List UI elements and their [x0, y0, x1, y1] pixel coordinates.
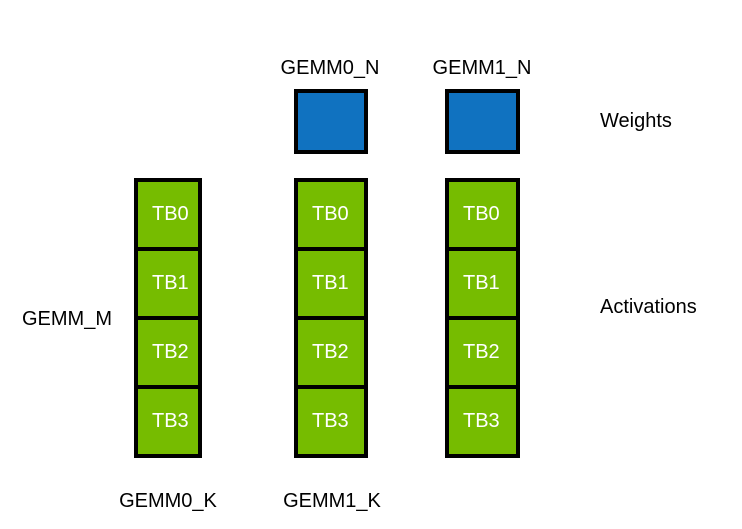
activation-cell: TB1 — [445, 247, 520, 320]
bottom-label-gemm0-k: GEMM0_K — [119, 490, 217, 512]
gemm1-weight-tile — [445, 89, 520, 154]
left-label-gemm-m: GEMM_M — [22, 308, 112, 330]
activation-cell: TB0 — [445, 178, 520, 251]
gemm0-activation-column: TB0 TB1 TB2 TB3 — [294, 178, 368, 458]
activation-cell: TB2 — [445, 316, 520, 389]
activation-cell: TB2 — [294, 316, 368, 389]
bottom-label-gemm1-k: GEMM1_K — [283, 490, 381, 512]
gemm-m-column: TB0 TB1 TB2 TB3 — [134, 178, 202, 458]
row-label-weights: Weights — [600, 110, 672, 132]
row-label-activations: Activations — [600, 296, 697, 318]
activation-cell: TB2 — [134, 316, 202, 389]
activation-cell: TB3 — [445, 385, 520, 458]
activation-cell: TB1 — [294, 247, 368, 320]
activation-cell: TB1 — [134, 247, 202, 320]
gemm1-activation-column: TB0 TB1 TB2 TB3 — [445, 178, 520, 458]
column-header-gemm1-n-line1: GEMM1_N — [432, 57, 532, 79]
activation-cell: TB0 — [134, 178, 202, 251]
activation-cell: TB0 — [294, 178, 368, 251]
activation-cell: TB3 — [134, 385, 202, 458]
gemm0-weight-tile — [294, 89, 368, 154]
column-header-gemm0-n-line1: GEMM0_N — [280, 57, 380, 79]
activation-cell: TB3 — [294, 385, 368, 458]
